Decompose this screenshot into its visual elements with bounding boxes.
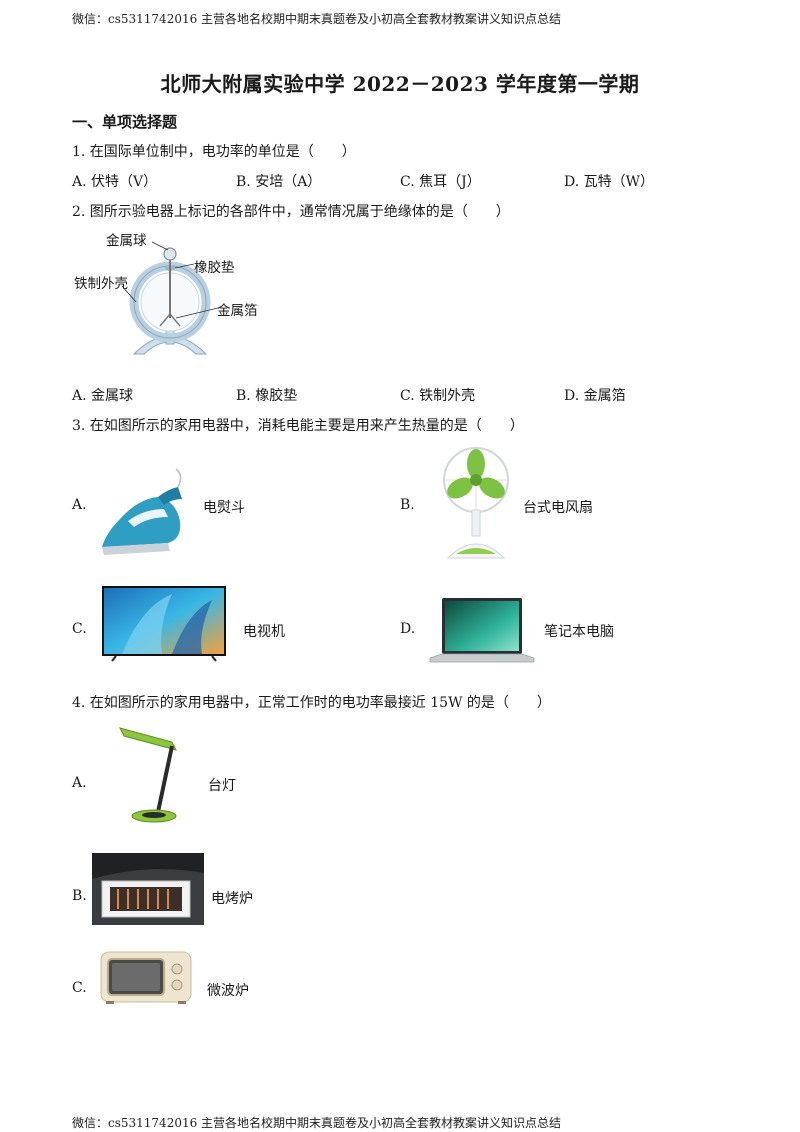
question-3-option-a-letter[interactable]: A. (72, 497, 87, 513)
page-header: 微信：cs5311742016 主营各地名校期中期末真题卷及小初高全套教材教案讲… (72, 12, 562, 26)
question-4-option-a-letter[interactable]: A. (72, 775, 87, 791)
diagram-label-metal-foil: 金属箔 (217, 303, 258, 319)
page-footer: 微信：cs5311742016 主营各地名校期中期末真题卷及小初高全套教材教案讲… (72, 1116, 562, 1130)
laptop-icon (429, 598, 535, 663)
question-4-option-a-label: 台灯 (208, 778, 236, 794)
question-4-option-b-letter[interactable]: B. (72, 888, 87, 904)
question-4-option-b-label: 电烤炉 (211, 891, 253, 907)
diagram-label-metal-ball: 金属球 (106, 233, 147, 249)
diagram-label-iron-shell: 铁制外壳 (74, 276, 128, 292)
electric-oven-icon (92, 853, 204, 925)
microwave-icon (100, 951, 192, 1004)
iron-icon (102, 468, 182, 555)
question-3-option-a-label: 电熨斗 (203, 500, 245, 516)
question-3-option-c-label: 电视机 (243, 624, 285, 640)
desk-lamp-icon (119, 727, 177, 823)
question-2-option-a[interactable]: A. 金属球 (72, 388, 134, 404)
question-2-stem: 2. 图所示验电器上标记的各部件中，通常情况属于绝缘体的是（ ） (72, 204, 510, 220)
question-1-option-a[interactable]: A. 伏特（V） (72, 174, 158, 190)
question-2-option-d[interactable]: D. 金属箔 (564, 388, 626, 404)
question-3-option-b-label: 台式电风扇 (523, 500, 593, 516)
page-title: 北师大附属实验中学 2022－2023 学年度第一学期 (160, 72, 640, 96)
question-3-option-d-letter[interactable]: D. (400, 621, 416, 637)
electroscope-diagram (121, 241, 219, 355)
section-heading: 一、单项选择题 (72, 113, 178, 131)
tv-icon (102, 586, 226, 662)
question-4-option-c-label: 微波炉 (207, 983, 249, 999)
question-3-stem: 3. 在如图所示的家用电器中，消耗电能主要是用来产生热量的是（ ） (72, 418, 524, 434)
question-1-stem: 1. 在国际单位制中，电功率的单位是（ ） (72, 144, 356, 160)
question-3-option-c-letter[interactable]: C. (72, 621, 87, 637)
fan-icon (443, 447, 509, 559)
question-3-option-b-letter[interactable]: B. (400, 497, 415, 513)
question-1-option-d[interactable]: D. 瓦特（W） (564, 174, 655, 190)
question-4-option-c-letter[interactable]: C. (72, 980, 87, 996)
question-3-option-d-label: 笔记本电脑 (544, 624, 614, 640)
question-1-option-c[interactable]: C. 焦耳（J） (400, 174, 481, 190)
diagram-label-rubber-pad: 橡胶垫 (194, 260, 235, 276)
question-1-option-b[interactable]: B. 安培（A） (236, 174, 322, 190)
question-4-stem: 4. 在如图所示的家用电器中，正常工作时的电功率最接近 15W 的是（ ） (72, 695, 551, 711)
question-2-option-b[interactable]: B. 橡胶垫 (236, 388, 298, 404)
question-2-option-c[interactable]: C. 铁制外壳 (400, 388, 476, 404)
